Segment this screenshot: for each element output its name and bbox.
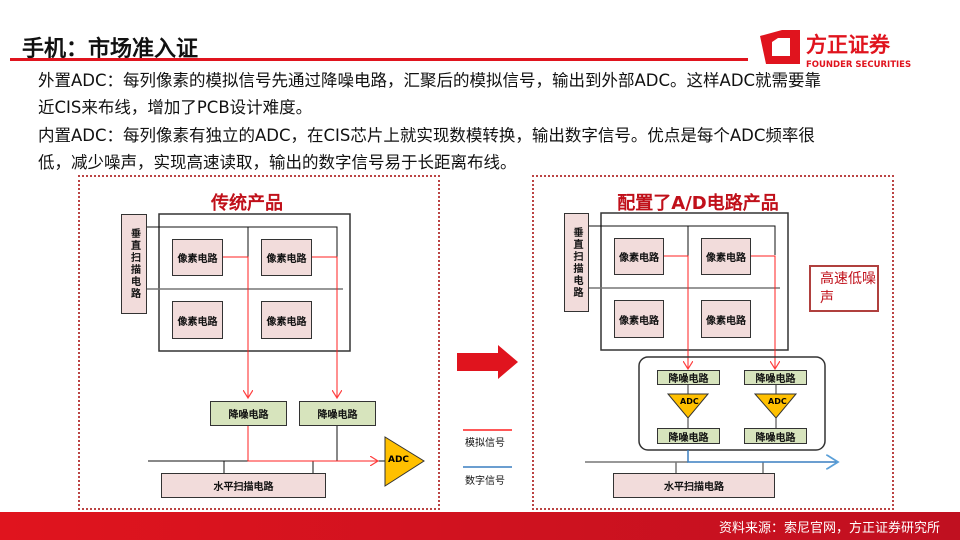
ad-panel: [532, 175, 894, 510]
svg-text:方正证券: 方正证券: [806, 33, 891, 57]
pixel-circuit: 像素电路: [172, 301, 223, 339]
vertical-scan-circuit: 垂直扫描电路: [564, 213, 589, 312]
body-text-line: 外置ADC：每列像素的模拟信号先通过降噪电路，汇聚后的模拟信号，输出到外部ADC…: [38, 71, 822, 90]
vertical-scan-circuit: 垂直扫描电路: [121, 214, 147, 314]
legend-analog: 模拟信号: [465, 438, 505, 449]
pixel-circuit: 像素电路: [261, 301, 312, 339]
page-title: 手机：市场准入证: [22, 37, 199, 62]
logo-mark-icon: 方正证券 FOUNDER SECURITIES: [760, 30, 911, 70]
legend-digital: 数字信号: [465, 476, 505, 487]
body-text-line: 内置ADC：每列像素有独立的ADC，在CIS芯片上就实现数模转换，输出数字信号。…: [38, 126, 815, 145]
horizontal-scan-circuit: 水平扫描电路: [161, 473, 326, 498]
svg-text:FOUNDER SECURITIES: FOUNDER SECURITIES: [806, 60, 911, 70]
denoise-circuit: 降噪电路: [657, 428, 720, 444]
adc-label: ADC: [680, 397, 699, 406]
pixel-circuit: 像素电路: [701, 300, 751, 338]
denoise-circuit: 降噪电路: [744, 428, 807, 444]
ad-title: 配置了A/D电路产品: [617, 193, 779, 214]
pixel-circuit: 像素电路: [701, 238, 751, 275]
header-divider: [10, 58, 748, 61]
adc-triangle: [384, 436, 425, 487]
pixel-circuit: 像素电路: [261, 239, 312, 276]
traditional-title: 传统产品: [211, 193, 283, 214]
denoise-circuit: 降噪电路: [657, 370, 720, 385]
traditional-panel: [78, 175, 440, 510]
adc-label: ADC: [388, 455, 410, 465]
body-text-line: 近CIS来布线，增加了PCB设计难度。: [38, 98, 313, 117]
denoise-circuit: 降噪电路: [210, 401, 287, 426]
high-speed-low-noise-note: 高速低噪声: [809, 265, 879, 312]
adc-label: ADC: [768, 397, 787, 406]
horizontal-scan-circuit: 水平扫描电路: [613, 473, 775, 498]
body-text-line: 低，减少噪声，实现高速读取，输出的数字信号易于长距离布线。: [38, 153, 517, 172]
footer-bar: [0, 512, 960, 540]
transition-arrow-icon: [457, 345, 518, 379]
denoise-circuit: 降噪电路: [299, 401, 376, 426]
pixel-circuit: 像素电路: [614, 238, 664, 275]
pixel-circuit: 像素电路: [614, 300, 664, 338]
source-note: 资料来源：索尼官网，方正证券研究所: [718, 521, 940, 536]
denoise-circuit: 降噪电路: [744, 370, 807, 385]
pixel-circuit: 像素电路: [172, 239, 223, 276]
brand-logo: 方正证券 FOUNDER SECURITIES: [752, 26, 922, 70]
